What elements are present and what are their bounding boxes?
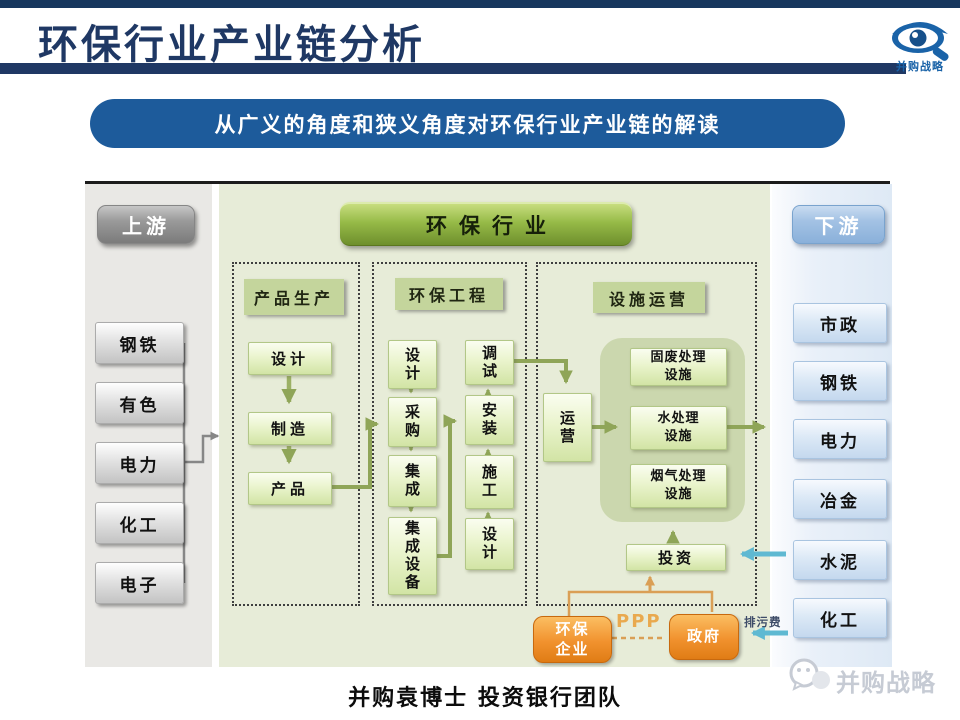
upstream-item-nonferrous: 有色 <box>95 382 184 424</box>
wechat-watermark-icon <box>789 658 830 691</box>
subtitle-banner: 从广义的角度和狭义角度对环保行业产业链的解读 <box>90 99 845 148</box>
step-eng-design: 设计 <box>388 340 437 389</box>
downstream-item-power: 电力 <box>793 419 887 459</box>
downstream-item-municipal: 市政 <box>793 303 887 343</box>
facility-solid-waste: 固废处理 设施 <box>630 348 727 386</box>
upstream-header: 上游 <box>97 205 195 244</box>
watermark-text: 并购战略 <box>836 669 936 697</box>
diagram-top-border <box>85 181 890 184</box>
logo-text: 并购战略 <box>896 60 944 73</box>
downstream-item-chemical: 化工 <box>793 598 887 638</box>
footer-credit: 并购袁博士 投资银行团队 <box>348 685 622 711</box>
government-box: 政府 <box>669 614 739 660</box>
page-title: 环保行业产业链分析 <box>38 21 425 68</box>
step-eng-integrate: 集成 <box>388 455 437 507</box>
downstream-item-steel: 钢铁 <box>793 361 887 401</box>
invest-box: 投资 <box>626 544 726 571</box>
step-manufacture: 制造 <box>248 412 332 445</box>
step-eng-install: 安装 <box>465 395 514 445</box>
upstream-item-electronics: 电子 <box>95 562 184 604</box>
title-underline <box>0 63 906 74</box>
upstream-item-steel: 钢铁 <box>95 322 184 364</box>
sewage-fee-label: 排污费 <box>744 615 782 629</box>
industry-title-banner: 环保行业 <box>340 202 632 246</box>
step-eng-integrated-equipment: 集成设备 <box>388 517 437 595</box>
step-eng-construct: 施工 <box>465 455 514 509</box>
step-eng-design2: 设计 <box>465 518 514 570</box>
step-operate: 运营 <box>543 393 592 462</box>
facility-water-treatment: 水处理 设施 <box>630 406 727 450</box>
step-eng-procure: 采购 <box>388 397 437 447</box>
upstream-item-power: 电力 <box>95 442 184 484</box>
top-bar <box>0 0 960 8</box>
step-eng-debug: 调试 <box>465 340 514 385</box>
downstream-item-cement: 水泥 <box>793 540 887 580</box>
step-product: 产品 <box>248 472 332 505</box>
section-header-engineering: 环保工程 <box>395 278 503 310</box>
enterprise-box: 环保 企业 <box>533 616 612 663</box>
section-header-production: 产品生产 <box>244 279 344 315</box>
facility-flue-gas: 烟气处理 设施 <box>630 464 727 508</box>
downstream-header: 下游 <box>792 205 885 244</box>
section-header-operation: 设施运营 <box>593 282 705 313</box>
step-design: 设计 <box>248 342 332 375</box>
ppp-label: PPP <box>616 611 662 632</box>
company-eye-logo-icon <box>892 22 949 61</box>
upstream-item-chemical: 化工 <box>95 502 184 544</box>
downstream-item-metallurgy: 冶金 <box>793 479 887 519</box>
